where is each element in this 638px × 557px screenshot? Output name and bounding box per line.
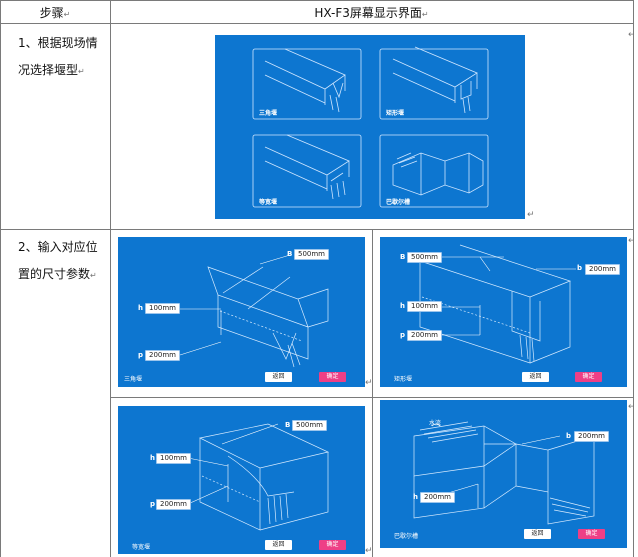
table-row-divider	[0, 229, 634, 230]
field-h-value[interactable]: 100mm	[145, 303, 180, 314]
confirm-button[interactable]: 确定	[319, 372, 346, 382]
header-step: 步骤↵	[39, 6, 71, 20]
confirm-button[interactable]: 确定	[319, 540, 346, 550]
var-h-label: h	[413, 493, 418, 501]
table-border-top	[0, 0, 634, 1]
field-B-value[interactable]: 500mm	[294, 249, 329, 260]
table-column-divider	[110, 0, 111, 557]
var-b-label: b	[577, 264, 583, 272]
rectangle-weir-screen: B 500mm b 200mm h 100mm p 200mm 矩形堰 返回 确…	[380, 237, 627, 387]
field-p-value[interactable]: 200mm	[145, 350, 180, 361]
field-B-value[interactable]: 500mm	[407, 252, 442, 263]
equal-width-weir-screen: B 500mm h 100mm p 200mm 等宽堰 返回 确定	[118, 406, 365, 554]
var-b-label: b	[566, 432, 572, 440]
flow-direction-label: 水流	[429, 420, 442, 427]
field-h-value[interactable]: 100mm	[156, 453, 191, 464]
screen-grid-vdivider	[372, 229, 373, 557]
var-h-label: h	[400, 302, 405, 310]
var-B-label: B	[400, 253, 406, 261]
paragraph-mark: ↵	[628, 236, 636, 246]
rectangle-weir-drawing	[419, 244, 576, 364]
back-button[interactable]: 返回	[265, 372, 292, 382]
paragraph-mark: ↵	[527, 210, 535, 220]
back-button[interactable]: 返回	[522, 372, 549, 382]
field-b-value[interactable]: 200mm	[574, 431, 609, 442]
parshall-flume-drawing	[413, 421, 595, 525]
paragraph-mark: ↵	[365, 546, 373, 556]
table-border-right	[633, 0, 634, 557]
step-2-text: 2、输入对应位置的尺寸参数↵	[18, 240, 98, 281]
field-h-value[interactable]: 100mm	[407, 301, 442, 312]
screen-name: 三角堰	[124, 376, 143, 383]
field-p-value[interactable]: 200mm	[407, 330, 442, 341]
header-screen: HX-F3屏幕显示界面↵	[314, 6, 429, 20]
paragraph-mark: ↵	[628, 402, 636, 412]
tile-label-rectangle[interactable]: 矩形堰	[386, 110, 405, 117]
weir-select-screen: 三角堰 矩形堰 等宽堰 巴歇尔槽	[215, 35, 525, 219]
field-h-value[interactable]: 200mm	[420, 492, 455, 503]
field-p-value[interactable]: 200mm	[156, 499, 191, 510]
paragraph-mark: ↵	[628, 30, 636, 40]
paragraph-mark: ↵	[365, 378, 373, 388]
table-header-divider	[0, 23, 634, 24]
screen-name: 巴歇尔槽	[394, 533, 419, 540]
back-button[interactable]: 返回	[524, 529, 551, 539]
parshall-flume-screen: 水流 b 200mm h 200mm 巴歇尔槽 返回 确定	[380, 400, 627, 548]
tile-label-triangle[interactable]: 三角堰	[259, 110, 278, 117]
var-h-label: h	[150, 454, 155, 462]
table-border-left	[0, 0, 1, 557]
var-B-label: B	[287, 250, 293, 258]
var-B-label: B	[285, 421, 291, 429]
weir-tiles-graphic	[252, 46, 489, 208]
step-1-text: 1、根据现场情况选择堰型↵	[18, 36, 98, 77]
tile-label-equal-width[interactable]: 等宽堰	[259, 199, 278, 206]
var-p-label: p	[400, 331, 406, 339]
confirm-button[interactable]: 确定	[578, 529, 605, 539]
field-b-value[interactable]: 200mm	[585, 264, 620, 275]
screen-name: 等宽堰	[132, 544, 151, 551]
equal-width-weir-drawing	[187, 423, 330, 531]
field-B-value[interactable]: 500mm	[292, 420, 327, 431]
triangle-weir-screen: B 500mm h 100mm p 200mm 三角堰 返回 确定	[118, 237, 365, 387]
screen-name: 矩形堰	[394, 376, 413, 383]
var-h-label: h	[138, 304, 143, 312]
tile-label-parshall[interactable]: 巴歇尔槽	[386, 199, 411, 206]
confirm-button[interactable]: 确定	[575, 372, 602, 382]
triangle-weir-drawing	[179, 254, 329, 368]
back-button[interactable]: 返回	[265, 540, 292, 550]
var-p-label: p	[138, 351, 144, 359]
var-p-label: p	[150, 500, 156, 508]
